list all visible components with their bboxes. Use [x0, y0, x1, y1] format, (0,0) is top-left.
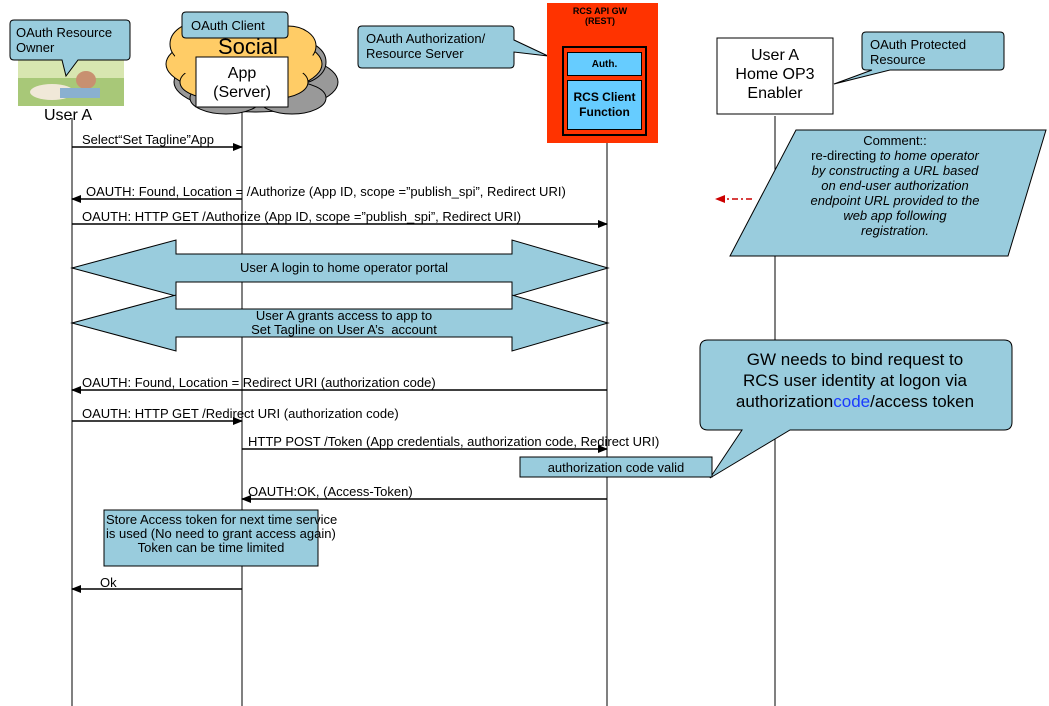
login-label: User A login to home operator portal [239, 260, 449, 275]
protected-callout-shape [833, 31, 1005, 85]
comment-parallelogram [729, 129, 1047, 257]
msg-get-authorize-label: OAUTH: HTTP GET /Authorize (App ID, scop… [82, 209, 522, 224]
comment-text: Comment:: re-directing to home operator … [760, 133, 1030, 238]
grant-double-arrow [70, 294, 610, 352]
user-a-label: User A [44, 107, 93, 124]
comment-line1: re-directing to home operator [811, 148, 979, 163]
home-op-label: User A Home OP3 Enabler [735, 47, 815, 102]
store-token-note-text: Store Access token for next time service… [106, 512, 337, 555]
msg-get-redirect-label: OAUTH: HTTP GET /Redirect URI (authoriza… [82, 406, 399, 421]
msg-post-token-label: HTTP POST /Token (App credentials, autho… [248, 434, 660, 449]
client-callout-shape [181, 11, 289, 39]
gw-bind-line1: GW needs to bind request to [746, 350, 964, 369]
owner-callout-label: OAuth Resource Owner [16, 25, 113, 55]
authz-callout-shape [357, 25, 549, 69]
grant-label: User A grants access to app to Set Tagli… [251, 308, 437, 337]
protected-callout-label: OAuth Protected Resource [870, 37, 967, 67]
gw-bind-callout-text: GW needs to bind request to RCS user ide… [705, 349, 1005, 412]
msg-found-redirect-label: OAUTH: Found, Location = Redirect URI (a… [82, 375, 436, 390]
social-text: Social [218, 34, 278, 59]
auth-code-valid-label: authorization code valid [547, 460, 685, 475]
gw-auth-box: Auth. [567, 52, 642, 76]
gw-bind-callout-shape [699, 339, 1013, 479]
gw-title: RCS API GW (REST) [572, 6, 628, 26]
authz-callout-label: OAuth Authorization/ Resource Server [366, 31, 486, 61]
rcs-client-function-box: RCS Client Function [567, 80, 642, 130]
comment-title: Comment:: [863, 133, 927, 148]
owner-callout-shape [9, 19, 131, 78]
comment-rest: by constructing a URL based on end-user … [810, 163, 980, 238]
login-double-arrow [70, 239, 610, 297]
app-server-label: App (Server) [213, 65, 271, 101]
gw-bind-line3: authorizationcode/access token [735, 392, 975, 411]
home-op-box [716, 37, 834, 115]
msg-select-label: Select“Set Tagline”App [82, 132, 215, 147]
client-callout-label: OAuth Client [191, 18, 265, 33]
auth-code-valid-box [519, 456, 713, 478]
msg-found-authorize-label: OAUTH: Found, Location = /Authorize (App… [86, 184, 566, 199]
app-server-box [195, 56, 289, 108]
msg-ok-token-label: OAUTH:OK, (Access-Token) [248, 484, 413, 499]
gw-bind-line2: RCS user identity at logon via [743, 371, 967, 390]
store-token-note-box [103, 509, 319, 567]
msg-ok-label: Ok [100, 575, 117, 590]
